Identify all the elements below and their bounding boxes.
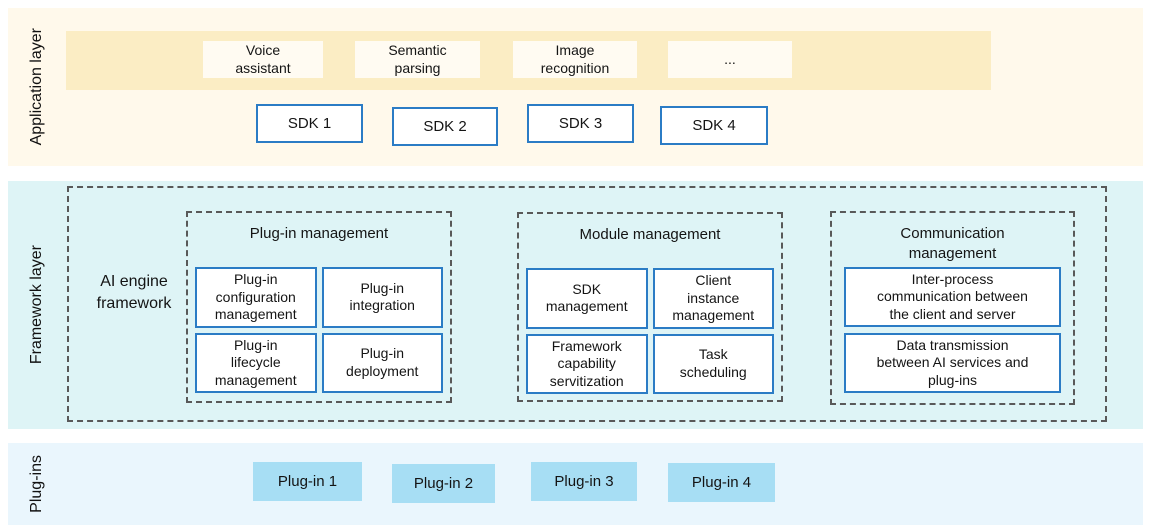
group-module-management-title: Module management bbox=[579, 226, 721, 243]
service-box-ellipsis: ... bbox=[668, 41, 792, 78]
plugin-4-box: Plug-in 4 bbox=[668, 463, 775, 502]
sdk-4-box: SDK 4 bbox=[660, 106, 768, 145]
application-layer-content: Voice assistant Semantic parsing Image r… bbox=[66, 8, 1143, 166]
box-data-transmission: Data transmission between AI services an… bbox=[844, 333, 1061, 393]
plugin-3-box: Plug-in 3 bbox=[531, 462, 637, 501]
application-layer-label-column: Application layer bbox=[8, 8, 66, 166]
framework-layer-label-column: Framework layer bbox=[8, 181, 66, 429]
group-plugin-management: Plug-in management Plug-in configuration… bbox=[186, 211, 452, 403]
framework-layer-section: Framework layer AI engine framework Plug… bbox=[8, 181, 1143, 429]
plugins-label: Plug-ins bbox=[28, 455, 45, 513]
plugins-content: Plug-in 1 Plug-in 2 Plug-in 3 Plug-in 4 bbox=[66, 443, 1143, 525]
box-plugin-lifecycle-management: Plug-in lifecycle management bbox=[195, 332, 317, 393]
box-plugin-deployment: Plug-in deployment bbox=[321, 332, 443, 393]
application-layer-label: Application layer bbox=[28, 28, 45, 146]
plugin-1-box: Plug-in 1 bbox=[253, 462, 362, 501]
box-inter-process-communication: Inter-process communication between the … bbox=[844, 267, 1061, 327]
framework-layer-content: AI engine framework Plug-in management P… bbox=[66, 181, 1143, 429]
group-communication-management-title: Communication management bbox=[900, 225, 1005, 262]
ai-engine-framework-label: AI engine framework bbox=[96, 273, 172, 312]
sdk-3-box: SDK 3 bbox=[527, 104, 634, 143]
group-communication-management: Communication management Inter-process c… bbox=[830, 211, 1075, 405]
ai-engine-framework-frame bbox=[67, 186, 1107, 422]
box-client-instance-management: Client instance management bbox=[652, 268, 774, 329]
sdk-1-box: SDK 1 bbox=[256, 104, 363, 143]
box-framework-capability-servitization: Framework capability servitization bbox=[526, 333, 648, 394]
framework-layer-label: Framework layer bbox=[28, 245, 45, 365]
box-sdk-management: SDK management bbox=[526, 268, 648, 329]
group-communication-management-grid: Inter-process communication between the … bbox=[844, 267, 1061, 393]
group-plugin-management-title: Plug-in management bbox=[249, 225, 389, 242]
plugins-section: Plug-ins Plug-in 1 Plug-in 2 Plug-in 3 P… bbox=[8, 443, 1143, 525]
application-layer-section: Application layer Voice assistant Semant… bbox=[8, 8, 1143, 166]
box-plugin-integration: Plug-in integration bbox=[321, 267, 443, 328]
group-module-management-grid: SDK management Client instance managemen… bbox=[526, 268, 774, 394]
box-task-scheduling: Task scheduling bbox=[652, 333, 774, 394]
plugin-2-box: Plug-in 2 bbox=[392, 464, 495, 503]
sdk-2-box: SDK 2 bbox=[392, 107, 498, 146]
group-plugin-management-grid: Plug-in configuration management Plug-in… bbox=[195, 267, 443, 393]
plugins-label-column: Plug-ins bbox=[8, 443, 66, 525]
service-box-semantic-parsing: Semantic parsing bbox=[355, 41, 480, 78]
service-box-voice-assistant: Voice assistant bbox=[203, 41, 323, 78]
service-box-image-recognition: Image recognition bbox=[513, 41, 637, 78]
box-plugin-configuration-management: Plug-in configuration management bbox=[195, 267, 317, 328]
group-module-management: Module management SDK management Client … bbox=[517, 212, 783, 402]
